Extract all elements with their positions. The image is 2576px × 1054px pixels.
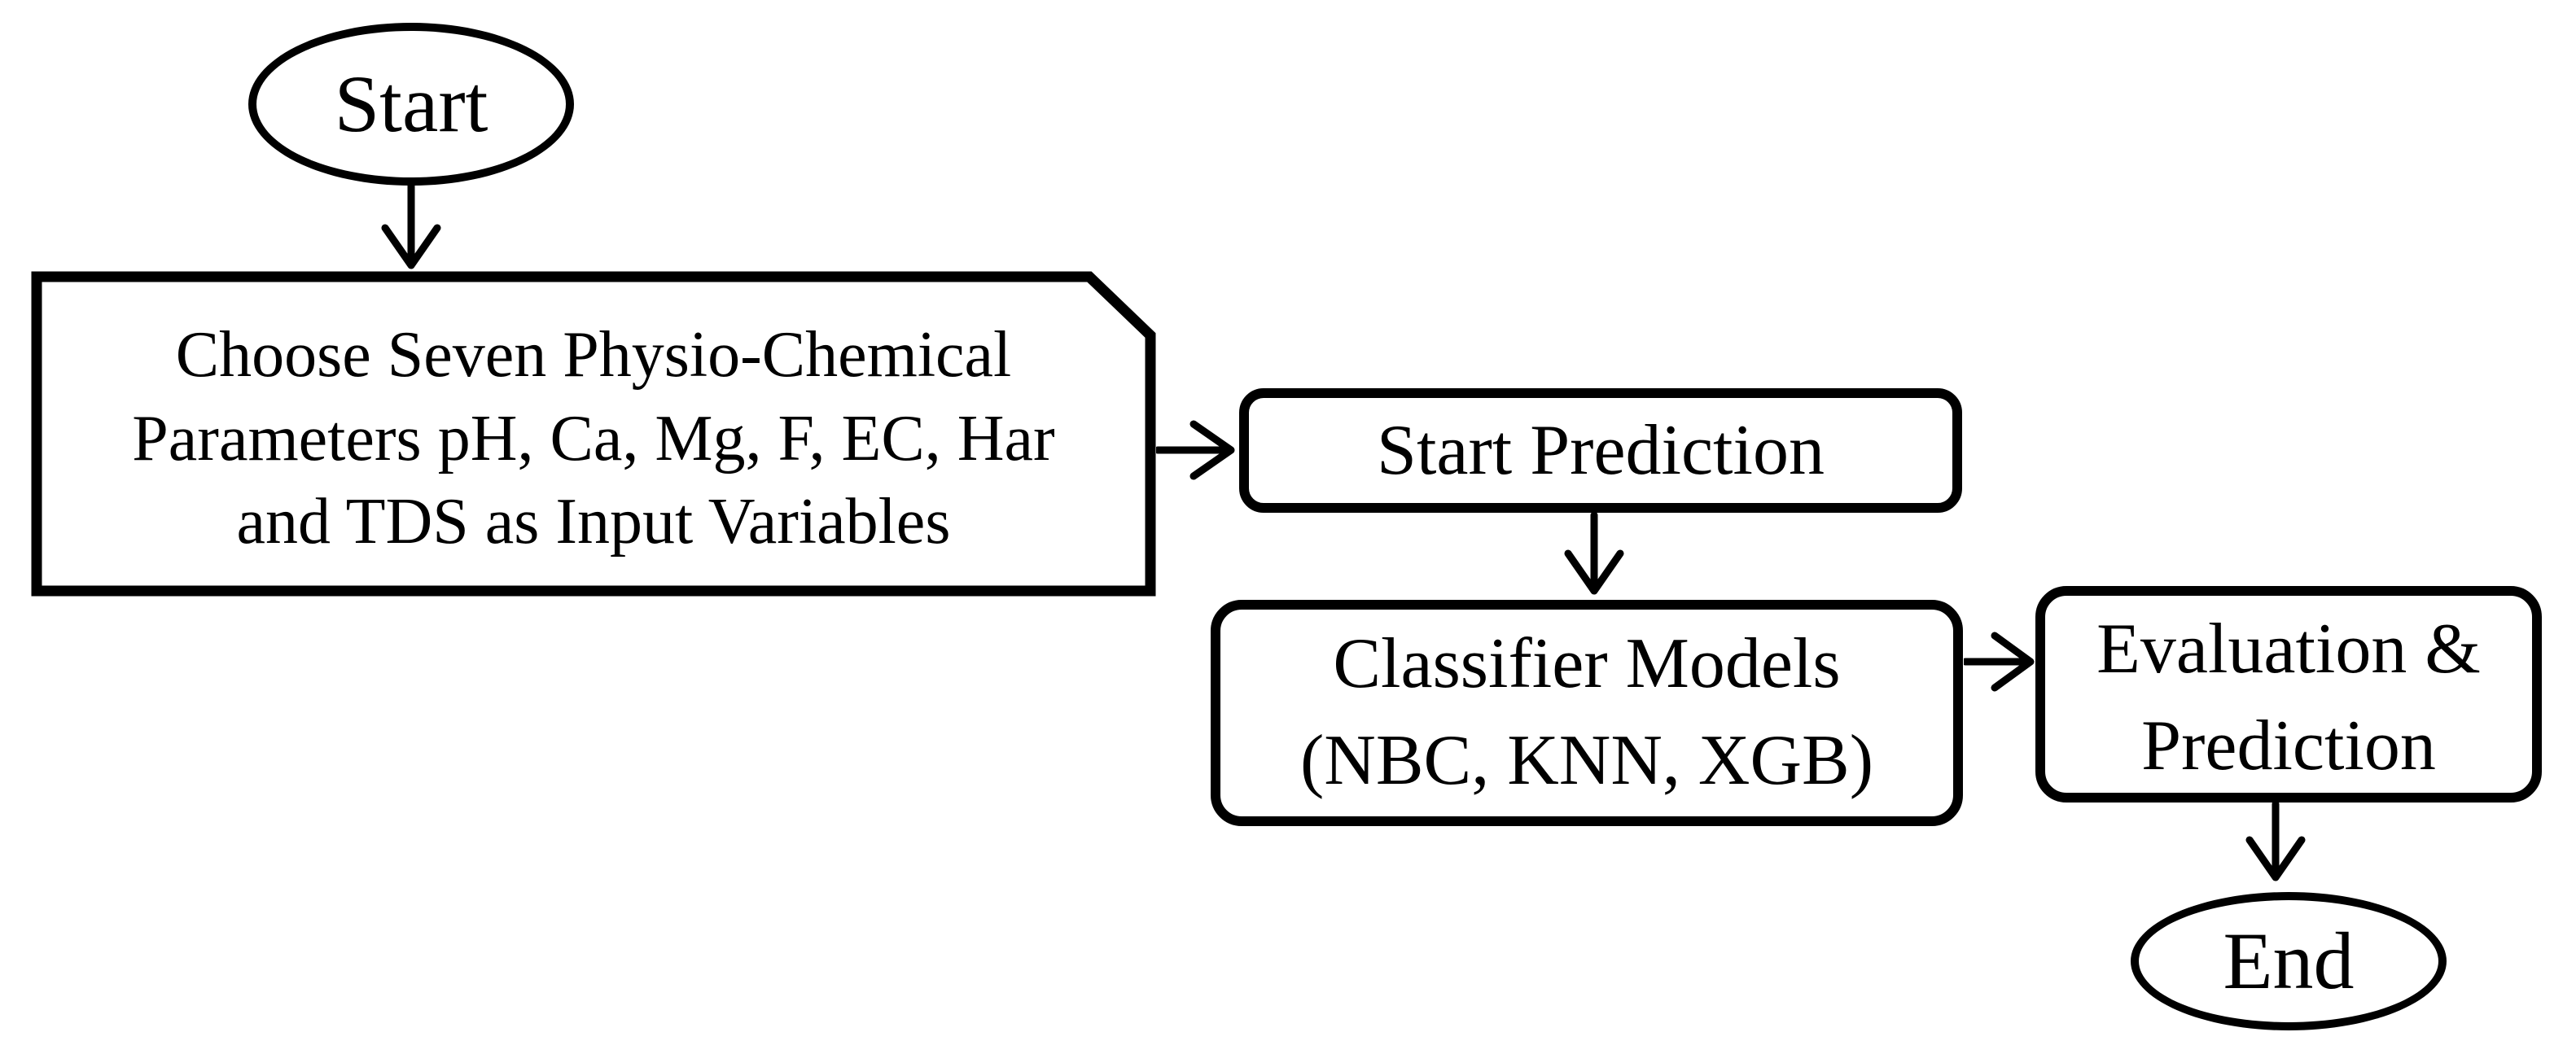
start-node: Start — [248, 23, 574, 186]
evaluation-line-2: Prediction — [2141, 706, 2436, 785]
arrow-start-to-input — [381, 182, 441, 269]
arrow-input-to-start-prediction — [1156, 420, 1235, 480]
input-card-shape — [31, 271, 1156, 597]
end-label: End — [2223, 916, 2355, 1006]
evaluation-line-1: Evaluation & — [2096, 610, 2481, 689]
classifier-models-node: Classifier Models (NBC, KNN, XGB) — [1211, 600, 1963, 826]
input-card-text: Choose Seven Physio-Chemical Parameters … — [57, 282, 1130, 584]
input-line-1: Choose Seven Physio-Chemical — [175, 319, 1012, 391]
input-line-2: Parameters pH, Ca, Mg, F, EC, Har — [132, 402, 1055, 475]
arrow-start-prediction-to-classifier — [1564, 513, 1624, 595]
arrow-classifier-to-evaluation — [1964, 632, 2035, 692]
arrow-head — [1564, 549, 1624, 595]
arrow-head — [1991, 632, 2035, 692]
input-line-3: and TDS as Input Variables — [236, 486, 951, 558]
arrow-head — [2245, 836, 2306, 881]
classifier-models-line-2: (NBC, KNN, XGB) — [1300, 721, 1873, 800]
arrow-head — [381, 224, 441, 269]
start-prediction-label: Start Prediction — [1377, 410, 1825, 490]
card-outline — [31, 271, 1156, 597]
arrow-head — [1189, 420, 1235, 480]
classifier-models-line-1: Classifier Models — [1333, 624, 1841, 704]
end-node: End — [2131, 892, 2447, 1030]
start-prediction-node: Start Prediction — [1239, 388, 1962, 513]
start-label: Start — [334, 59, 488, 149]
arrow-evaluation-to-end — [2245, 802, 2306, 881]
evaluation-prediction-node: Evaluation & Prediction — [2035, 586, 2542, 803]
